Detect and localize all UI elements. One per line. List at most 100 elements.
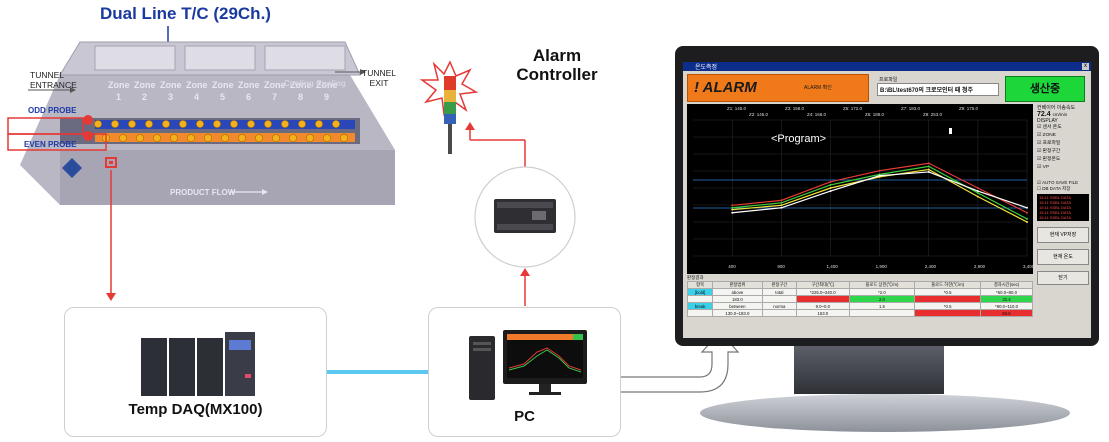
even-probe-dot	[119, 134, 127, 142]
table-cell	[761, 295, 798, 303]
data-point	[1026, 206, 1028, 209]
zone-number: 7	[272, 92, 277, 102]
profile-field[interactable]: B:\BL\test670의 크로모인터 때 청주	[877, 83, 999, 96]
table-cell: total	[761, 288, 798, 296]
display-option-checkbox[interactable]: ☑ 센서 온도	[1037, 125, 1062, 130]
odd-probe-dot	[298, 120, 306, 128]
odd-probe-dot	[230, 120, 238, 128]
zone-number: 4	[194, 92, 199, 102]
zone-label: Zone	[316, 80, 338, 90]
data-point	[1026, 217, 1028, 220]
alarm-green-light	[444, 102, 456, 114]
display-option-checkbox[interactable]: ☑ VP	[1037, 165, 1050, 170]
data-point	[878, 169, 881, 172]
data-point	[731, 208, 734, 211]
x-tick-label: 1,400	[827, 264, 839, 269]
data-point	[829, 180, 832, 183]
table-header: 플로드 상한(℃/m)	[848, 281, 916, 289]
company-logo	[62, 158, 82, 178]
zone-header: Z1: 145.0	[727, 106, 747, 111]
table-cell	[686, 309, 714, 317]
odd-probe-dot	[213, 120, 221, 128]
alarm-tower	[419, 60, 479, 154]
log-line: 15:11 SSBL DATA	[1039, 215, 1072, 220]
odd-probe-dot	[247, 120, 255, 128]
log-line: 15:11 SSBL DATA	[1039, 210, 1072, 215]
table-cell: norma	[761, 302, 798, 310]
display-option-checkbox[interactable]: ☑ 판정구간	[1037, 149, 1061, 154]
odd-probe-dot	[281, 120, 289, 128]
table-cell: *0.5	[914, 302, 982, 310]
pc-tower	[469, 336, 495, 400]
zone-number: 6	[246, 92, 251, 102]
even-probe-dot	[204, 134, 212, 142]
even-probe-point	[83, 131, 93, 141]
tunnel-entrance-label: TUNNEL ENTRANCE	[30, 70, 77, 90]
log-line: 15:11 SSBL DATA	[1039, 195, 1072, 200]
zone-label: Zone	[186, 80, 208, 90]
furnace-base	[60, 150, 395, 205]
table-cell: between	[712, 302, 763, 310]
zone-number: 1	[116, 92, 121, 102]
data-point	[829, 190, 832, 193]
zone-label: Zone	[212, 80, 234, 90]
daq-device-image	[141, 332, 255, 396]
table-cell: 84.6	[980, 309, 1033, 317]
display-option-checkbox[interactable]: ☑ ZONE	[1037, 133, 1056, 138]
display-option-checkbox[interactable]: ☑ 판정온도	[1037, 157, 1061, 162]
save-vp-button[interactable]: 현재 VP저장	[1037, 227, 1089, 243]
zone-number: 8	[298, 92, 303, 102]
current-temp-button[interactable]: 현재 온도	[1037, 249, 1089, 265]
profile-value: B:\BL\test670의 크로모인터 때 청주	[880, 88, 974, 94]
table-cell: 9.0~0.0	[796, 302, 850, 310]
data-point	[927, 162, 930, 165]
speed-value: 72.4	[1037, 111, 1051, 118]
monitor-stand-neck	[794, 346, 944, 394]
table-cell: break	[686, 302, 714, 310]
x-tick-label: 3,400	[1023, 264, 1033, 269]
table-cell: *225.0~240.0	[796, 288, 850, 296]
even-probe-dot	[272, 134, 280, 142]
table-cell	[914, 309, 982, 317]
data-point	[780, 204, 783, 207]
plc-controller	[474, 166, 576, 268]
even-probe-dot	[221, 134, 229, 142]
even-probe-dot	[255, 134, 263, 142]
alarm-banner[interactable]: ! ALARM ALARM 확인	[687, 74, 869, 102]
zone-label: Zone	[160, 80, 182, 90]
table-header: 결과시간(sec)	[980, 281, 1033, 289]
alarm-confirm[interactable]: ALARM 확인	[804, 85, 832, 91]
furnace-window-1	[94, 45, 176, 71]
even-probe-dot	[323, 134, 331, 142]
data-point	[976, 187, 979, 189]
even-probe-dot	[136, 134, 144, 142]
data-point	[976, 195, 979, 198]
probe-dots	[94, 120, 348, 142]
cursor-marker	[949, 128, 952, 134]
daq-box: Temp DAQ(MX100)	[64, 307, 327, 437]
table-cell	[914, 295, 982, 303]
table-cell: 2.0	[848, 295, 916, 303]
x-tick-label: 1,900	[876, 264, 888, 269]
window-close-icon[interactable]: x	[1082, 63, 1089, 70]
table-cell: 130.0~183.0	[712, 309, 763, 317]
table-cell: [bold]	[686, 288, 714, 296]
display-option-checkbox[interactable]: ☑ 프로파일	[1037, 141, 1061, 146]
close-button[interactable]: 닫기	[1037, 271, 1089, 285]
zone-header: Z3: 158.0	[785, 106, 805, 111]
zone-header: Z2: 145.0	[749, 112, 769, 117]
data-save-checkbox[interactable]: ☐ DB DATA 저장	[1037, 186, 1071, 191]
data-point	[731, 204, 734, 207]
product-flow-label: PRODUCT FLOW	[170, 188, 236, 197]
auto-save-checkbox[interactable]: ☑ AUTO SAVE FILE	[1037, 180, 1079, 185]
window-titlebar: 온도측정 x	[683, 62, 1091, 71]
profile-label: 프로파일	[879, 77, 898, 83]
data-point	[780, 201, 783, 204]
table-cell	[761, 309, 798, 317]
table-header: 판정범위	[712, 281, 763, 289]
zone-number: 2	[142, 92, 147, 102]
odd-probe-dot	[315, 120, 323, 128]
odd-probe-dot	[332, 120, 340, 128]
